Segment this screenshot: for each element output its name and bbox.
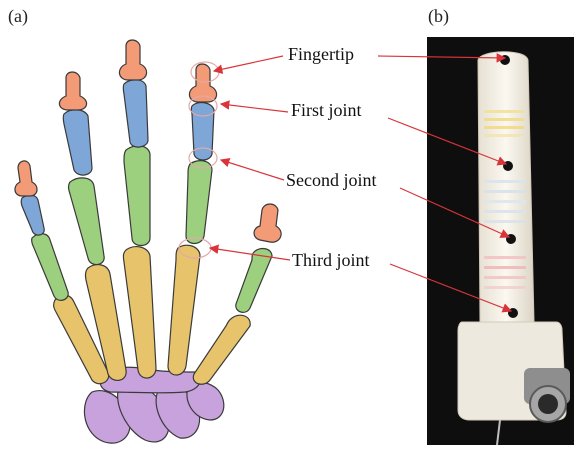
panel-b-label: (b) <box>428 6 449 27</box>
callout-first-joint: First joint <box>291 100 362 121</box>
middle-phalanges <box>21 80 214 235</box>
metacarpal-bones <box>54 245 251 384</box>
first-joint-arrow-left <box>221 104 288 112</box>
callout-second-joint: Second joint <box>286 170 377 191</box>
hand-skeleton-diagram <box>15 40 281 443</box>
callout-fingertip: Fingertip <box>288 44 354 65</box>
finger-prototype-photo <box>427 37 574 445</box>
second-joint-arrow-left <box>221 160 284 180</box>
finger-body <box>478 52 534 322</box>
fingertip-arrow-left <box>214 56 283 71</box>
callout-third-joint: Third joint <box>292 250 370 271</box>
panel-a-label: (a) <box>8 6 28 27</box>
third-joint-arrow-left <box>210 248 290 260</box>
